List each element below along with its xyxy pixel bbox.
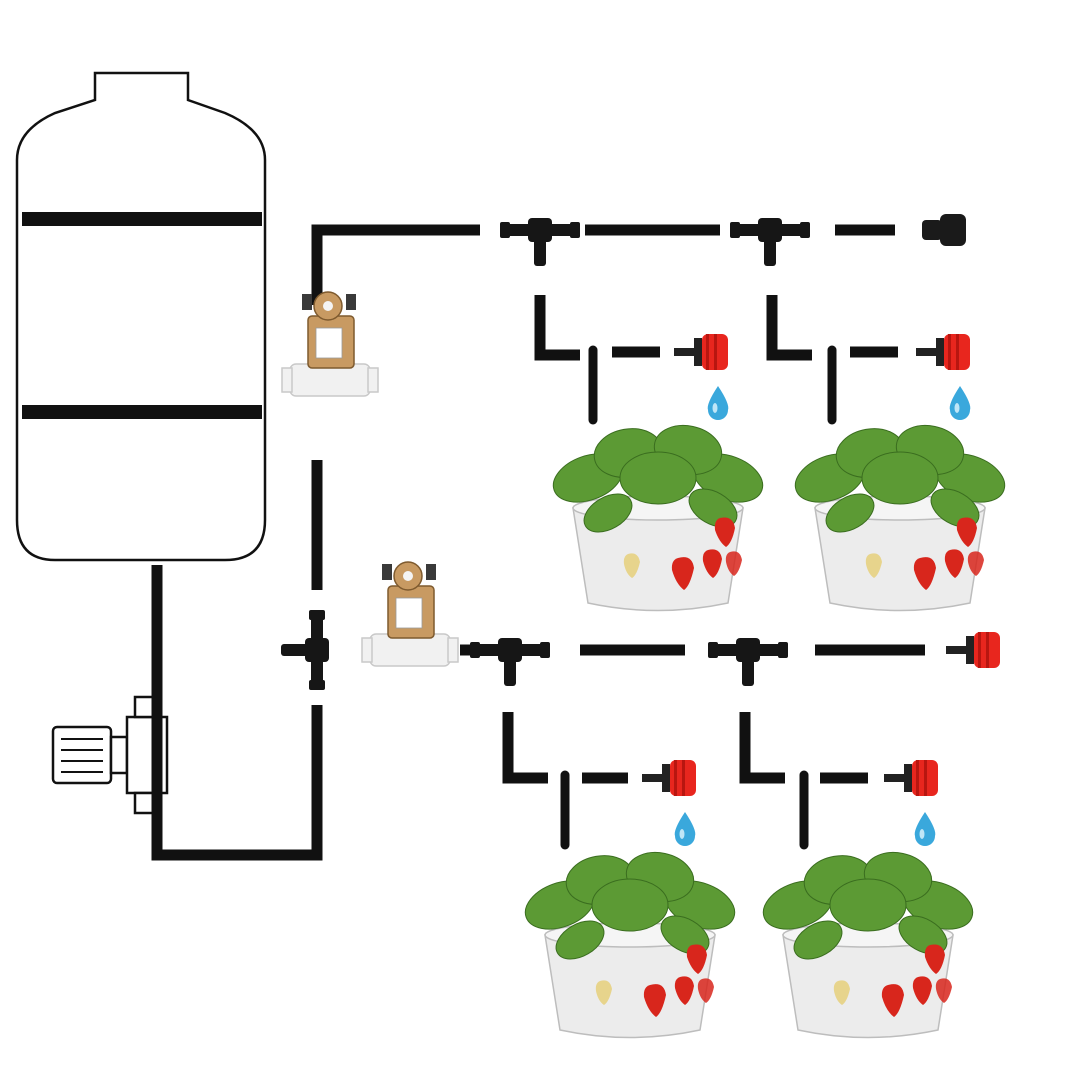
solenoid-valve-icon bbox=[361, 561, 459, 667]
upper-line bbox=[500, 214, 971, 425]
plant-pot-icon bbox=[517, 845, 743, 1039]
plant-pot-icon bbox=[787, 418, 1013, 612]
plant-pot-icon bbox=[545, 418, 771, 612]
riser-pipe-upper bbox=[311, 224, 480, 305]
water-drop-icon bbox=[674, 812, 696, 846]
tee-connector-icon bbox=[281, 610, 329, 690]
dripper-icon bbox=[674, 334, 728, 370]
pump-icon bbox=[51, 695, 169, 815]
plant-pot-icon bbox=[755, 845, 981, 1039]
lower-line bbox=[460, 632, 1000, 850]
water-drop-icon bbox=[914, 812, 936, 846]
end-plug-icon bbox=[922, 214, 966, 246]
water-drop-icon bbox=[707, 386, 729, 420]
solenoid-valve-icon bbox=[281, 291, 379, 397]
dripper-icon bbox=[642, 760, 696, 796]
tank-icon bbox=[15, 71, 267, 562]
main-pipe bbox=[151, 565, 323, 861]
dripper-icon bbox=[916, 334, 970, 370]
dripper-icon bbox=[946, 632, 1000, 668]
dripper-icon bbox=[884, 760, 938, 796]
water-drop-icon bbox=[949, 386, 971, 420]
